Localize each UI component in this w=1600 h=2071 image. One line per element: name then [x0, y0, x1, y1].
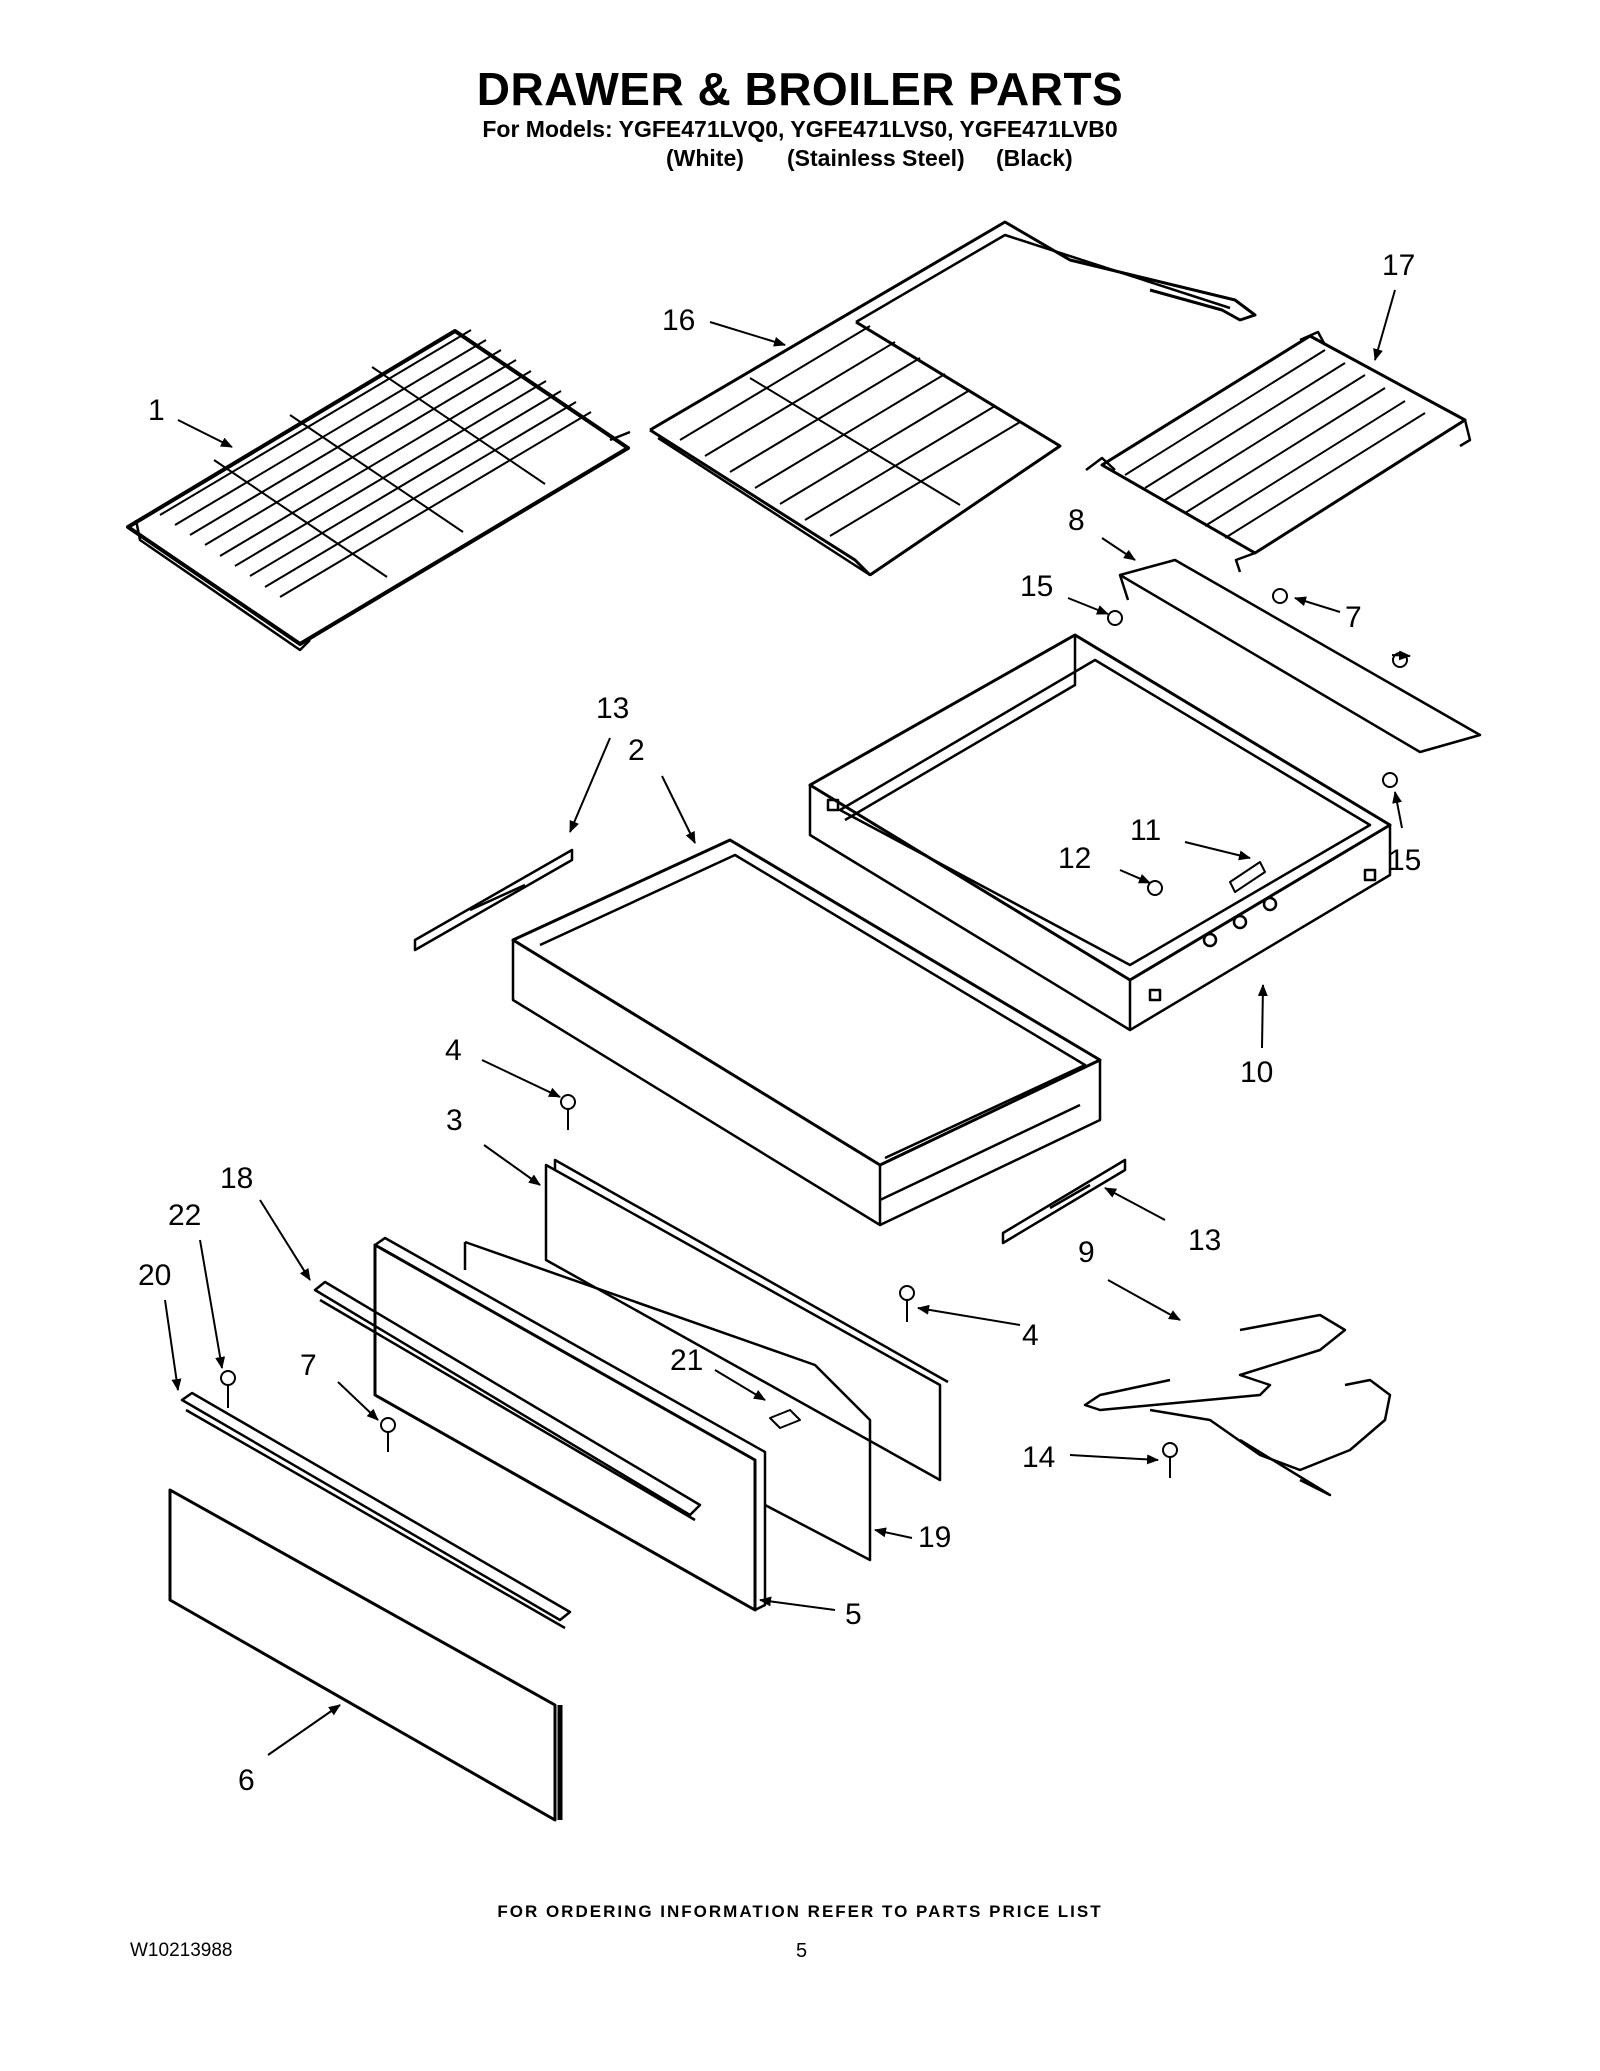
part-slide-rail-right: [1001, 1158, 1127, 1245]
callout-14: 14: [1022, 1441, 1055, 1474]
callout-5: 5: [845, 1598, 862, 1631]
callout-16: 16: [662, 304, 695, 337]
callout-8: 8: [1068, 504, 1085, 537]
callout-10: 10: [1240, 1056, 1273, 1089]
callout-19: 19: [918, 1521, 951, 1554]
part-broiler-box: [808, 633, 1392, 1032]
callout-22: 22: [168, 1199, 201, 1232]
callout-12: 12: [1058, 842, 1091, 875]
page-number: 5: [796, 1940, 808, 1962]
callout-1: 1: [148, 394, 165, 427]
callout-7-bottom: 7: [300, 1349, 317, 1382]
leader-lines: [164, 289, 1411, 1756]
callout-9: 9: [1078, 1236, 1095, 1269]
callout-13-right: 13: [1188, 1224, 1221, 1257]
callout-13-left: 13: [596, 692, 629, 725]
part-oven-rack: [126, 329, 631, 652]
part-slide-rail-left: [413, 848, 574, 952]
callout-17: 17: [1382, 249, 1415, 282]
part-insulation: [463, 1240, 872, 1562]
part-drawer-front: [373, 1236, 767, 1612]
variant-black: (Black): [996, 145, 1073, 171]
callout-4-top: 4: [445, 1034, 462, 1067]
callout-20: 20: [138, 1259, 171, 1292]
callout-labels: 1 16 17 8 15 7 13 2 12 11 15 10 4 3 18 2…: [138, 249, 1421, 1797]
part-warming-rack: [1085, 330, 1472, 573]
part-outer-panel: [168, 1488, 563, 1822]
part-lower-trim: [180, 1391, 572, 1630]
callout-3: 3: [446, 1104, 463, 1137]
variant-white: (White): [666, 145, 744, 171]
part-shield: [1118, 558, 1482, 754]
part-drawer-body: [511, 838, 1102, 1227]
callout-4-right: 4: [1022, 1319, 1039, 1352]
part-upper-trim: [313, 1280, 702, 1522]
part-bake-element: [1083, 1313, 1392, 1497]
part-broiler-rack: [649, 220, 1257, 577]
callout-11: 11: [1130, 814, 1161, 847]
callout-6: 6: [238, 1764, 255, 1797]
callout-15-right: 15: [1388, 844, 1421, 877]
callout-2: 2: [628, 734, 645, 767]
part-inner-panel: [544, 1158, 949, 1482]
ordering-note: FOR ORDERING INFORMATION REFER TO PARTS …: [497, 1902, 1103, 1921]
variant-stainless: (Stainless Steel): [787, 145, 965, 171]
callout-21: 21: [670, 1344, 703, 1377]
models-line: For Models: YGFE471LVQ0, YGFE471LVS0, YG…: [482, 116, 1118, 142]
page-title: DRAWER & BROILER PARTS: [476, 63, 1124, 115]
fasteners: [220, 588, 1408, 1478]
callout-18: 18: [220, 1162, 253, 1195]
callout-15-top: 15: [1020, 570, 1053, 603]
callout-7-top: 7: [1345, 601, 1362, 634]
document-number: W10213988: [130, 1940, 233, 1961]
